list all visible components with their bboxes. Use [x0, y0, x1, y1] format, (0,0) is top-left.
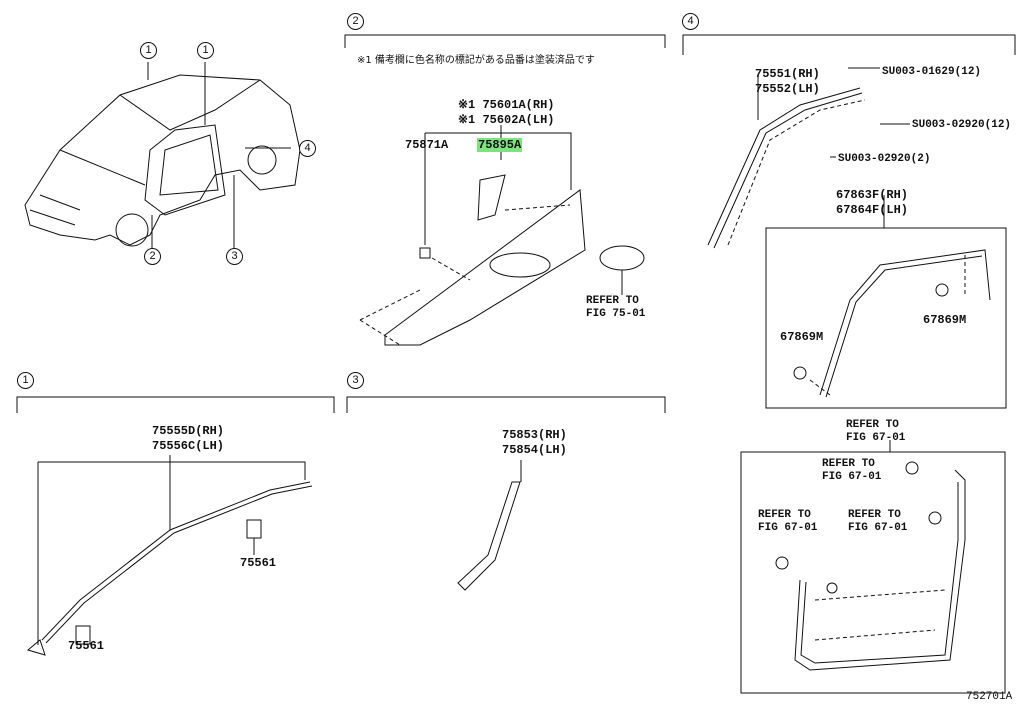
part-label[interactable]: 67864F(LH): [836, 203, 909, 217]
part-label[interactable]: 67869M: [923, 313, 967, 327]
car-callout: 1: [140, 42, 157, 59]
refer-fig-label[interactable]: FIG 75-01: [586, 308, 646, 320]
section2-bracket: [344, 34, 666, 48]
drip-molding-drawing: [26, 455, 313, 656]
section-marker-3: 3: [347, 372, 364, 389]
part-label[interactable]: 75555D(RH): [152, 424, 225, 438]
part-label[interactable]: 75561: [240, 556, 277, 570]
car-illustration: [24, 62, 301, 248]
refer-label[interactable]: REFER TO: [758, 509, 811, 521]
part-label[interactable]: SU003-01629(12): [882, 66, 982, 78]
weatherstrip-box: [765, 227, 1007, 409]
figure-id: 752701A: [966, 691, 1013, 703]
section4-bracket: [682, 34, 1016, 55]
refer-fig-label[interactable]: FIG 67-01: [846, 432, 906, 444]
refer-label[interactable]: REFER TO: [586, 295, 639, 307]
weatherstrip-drawing: [819, 249, 991, 398]
section-marker-1: 1: [17, 372, 34, 389]
roof-molding-drawing: [707, 67, 910, 249]
section1-bracket: [16, 396, 335, 413]
part-label[interactable]: SU003-02920(12): [912, 119, 1012, 131]
refer-fig-label[interactable]: FIG 67-01: [822, 471, 882, 483]
refer-label[interactable]: REFER TO: [822, 458, 875, 470]
pillar-molding-drawing: [457, 460, 522, 591]
pillar-garnish-drawing: [359, 125, 645, 346]
car-callout: 1: [197, 42, 214, 59]
refer-fig-label[interactable]: FIG 67-01: [848, 522, 908, 534]
part-label[interactable]: ※1 75601A(RH): [458, 98, 555, 112]
part-label[interactable]: SU003-02920(2): [838, 153, 931, 165]
part-label[interactable]: 67863F(RH): [836, 188, 909, 202]
refer-label[interactable]: REFER TO: [846, 419, 899, 431]
part-label-highlighted[interactable]: 75895A: [477, 138, 523, 152]
door-weatherstrip-drawing: [794, 469, 966, 671]
refer-label[interactable]: REFER TO: [848, 509, 901, 521]
part-label[interactable]: 75871A: [405, 138, 449, 152]
part-label[interactable]: 75853(RH): [502, 428, 567, 442]
part-label[interactable]: 75854(LH): [502, 443, 567, 457]
door-weatherstrip-box: [740, 451, 1006, 694]
part-label[interactable]: 75561: [68, 639, 105, 653]
part-label[interactable]: 67869M: [780, 330, 824, 344]
section3-bracket: [346, 396, 666, 413]
car-callout: 2: [144, 248, 161, 265]
part-label[interactable]: ※1 75602A(LH): [458, 113, 555, 127]
part-label[interactable]: 75552(LH): [755, 82, 820, 96]
painted-parts-note: ※1 備考欄に色名称の標記がある品番は塗装済品です: [357, 55, 595, 66]
car-callout: 4: [299, 140, 316, 157]
section-marker-2: 2: [347, 13, 364, 30]
car-callout: 3: [226, 248, 243, 265]
refer-fig-label[interactable]: FIG 67-01: [758, 522, 818, 534]
part-label[interactable]: 75551(RH): [755, 67, 820, 81]
part-label[interactable]: 75556C(LH): [152, 439, 225, 453]
section-marker-4: 4: [682, 13, 699, 30]
